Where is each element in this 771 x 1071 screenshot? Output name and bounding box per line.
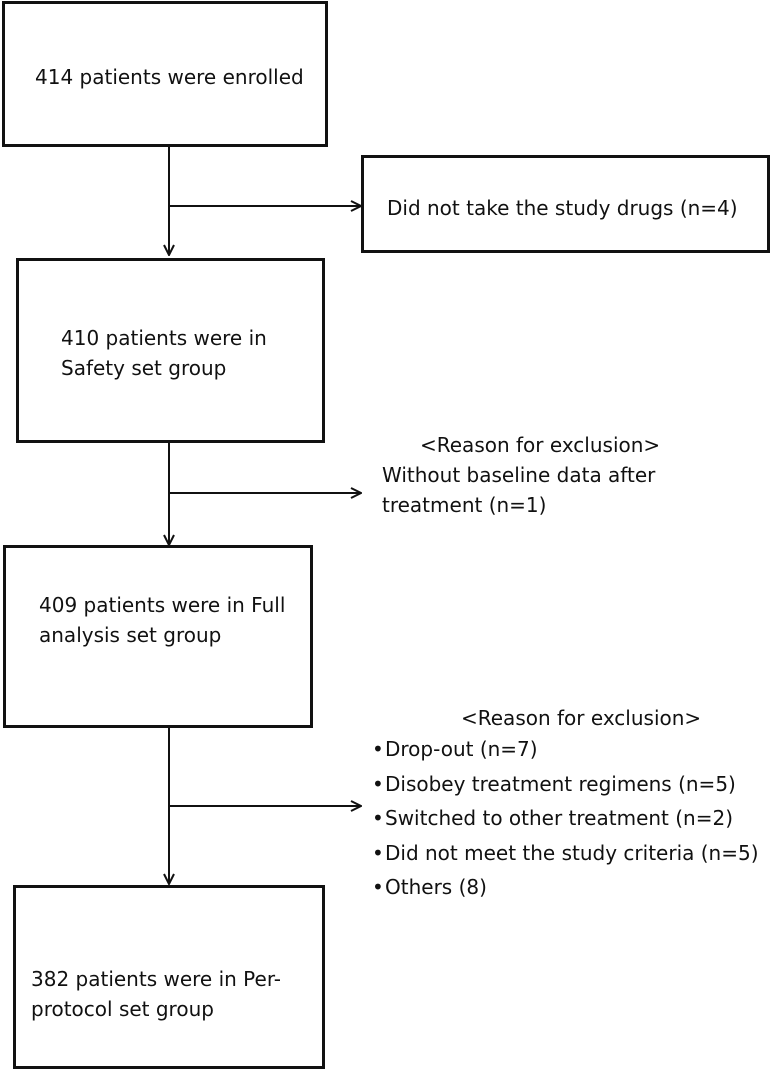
- full-analysis-line-2: analysis set group: [39, 623, 222, 647]
- not-taken-box: Did not take the study drugs (n=4): [361, 155, 770, 253]
- not-taken-line-1: Did not take the study drugs (n=4): [387, 196, 738, 220]
- full-analysis-box: 409 patients were in Full analysis set g…: [3, 545, 313, 728]
- exclusion-1-heading: <Reason for exclusion>: [420, 433, 661, 457]
- enrolled-box: 414 patients were enrolled: [2, 1, 328, 147]
- full-analysis-box-text: 409 patients were in Full analysis set g…: [39, 590, 285, 650]
- per-protocol-box-text: 382 patients were in Per- protocol set g…: [31, 964, 281, 1024]
- safety-set-line-1: 410 patients were in: [61, 326, 267, 350]
- per-protocol-box: 382 patients were in Per- protocol set g…: [13, 885, 325, 1069]
- exclusion-2-heading: <Reason for exclusion>: [461, 706, 702, 730]
- enrolled-line-1: 414 patients were enrolled: [35, 65, 304, 89]
- list-item: Switched to other treatment (n=2): [372, 801, 759, 836]
- enrolled-box-text: 414 patients were enrolled: [35, 62, 304, 92]
- exclusion-note-2-heading-wrap: <Reason for exclusion>: [461, 703, 701, 733]
- safety-set-box: 410 patients were in Safety set group: [16, 258, 325, 443]
- per-protocol-line-2: protocol set group: [31, 997, 214, 1021]
- exclusion-1-line-2: treatment (n=1): [382, 493, 547, 517]
- safety-set-box-text: 410 patients were in Safety set group: [61, 323, 267, 383]
- safety-set-line-2: Safety set group: [61, 356, 227, 380]
- list-item: Others (8): [372, 870, 759, 905]
- exclusion-note-1: <Reason for exclusion> Without baseline …: [382, 430, 660, 520]
- full-analysis-line-1: 409 patients were in Full: [39, 593, 286, 617]
- list-item: Drop-out (n=7): [372, 732, 759, 767]
- list-item: Did not meet the study criteria (n=5): [372, 836, 759, 871]
- per-protocol-line-1: 382 patients were in Per-: [31, 967, 281, 991]
- not-taken-box-text: Did not take the study drugs (n=4): [387, 193, 738, 223]
- list-item: Disobey treatment regimens (n=5): [372, 767, 759, 802]
- exclusion-1-line-1: Without baseline data after: [382, 463, 656, 487]
- exclusion-2-list: Drop-out (n=7) Disobey treatment regimen…: [372, 732, 759, 905]
